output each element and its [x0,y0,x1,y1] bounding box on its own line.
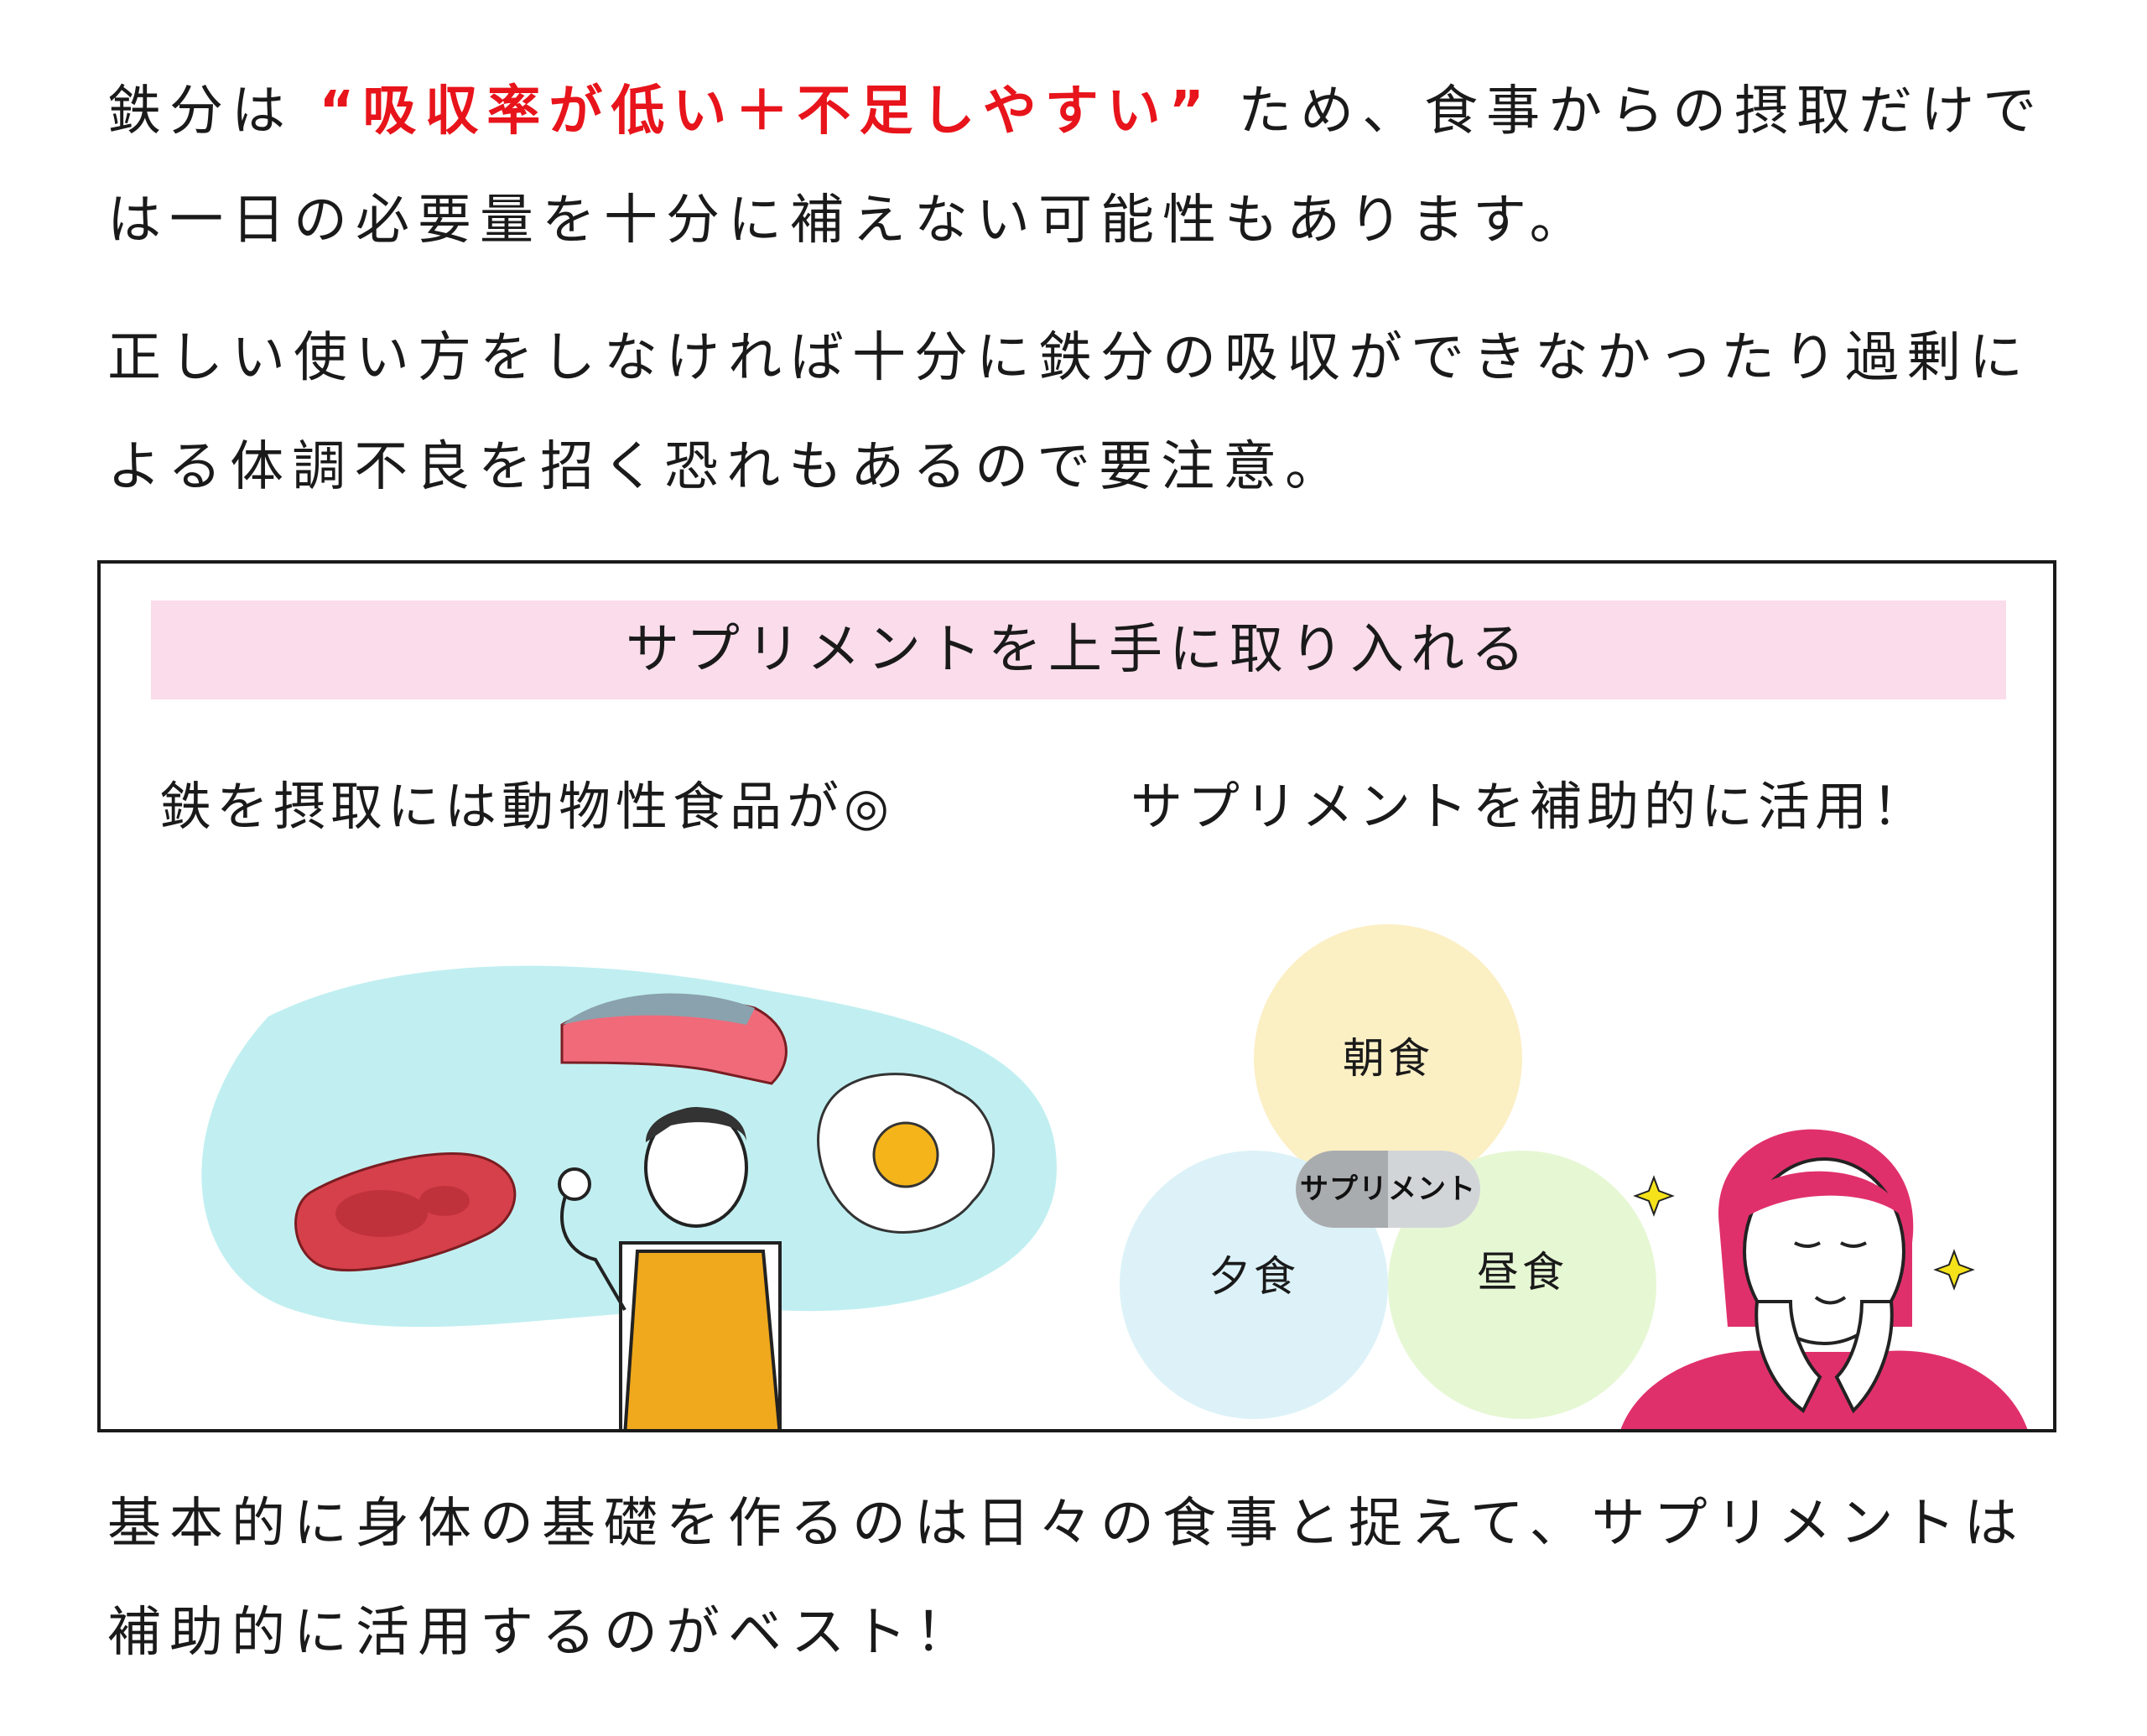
dinner-label: 夕食 [1209,1252,1299,1301]
food-illustration [201,965,1057,1429]
intro-text-before: 鉄分は [107,81,294,143]
animal-food-heading: 鉄を摂取には動物性食品が◎ [159,776,895,837]
supplement-heading: サプリメントを補助的に活用！ [1131,776,1930,837]
woman-illustration [1620,1129,2028,1429]
box-title: サプリメントを上手に取り入れる [151,600,2006,699]
intro-highlight: “吸収率が低い＋不足しやすい” [319,81,1213,143]
breakfast-label: 朝食 [1343,1034,1433,1083]
supplement-info-box: サプリメントを上手に取り入れる 鉄を摂取には動物性食品が◎ サプリメントを補助的… [97,560,2056,1432]
intro-text-after: ため、食事からの摂取だけでは一日の必要量を十分に補えない可能性もあります。 [107,81,2046,252]
warning-paragraph: 正しい使い方をしなければ十分に鉄分の吸収ができなかったり過剰による体調不良を招く… [107,327,2031,498]
fried-egg-icon [817,1073,996,1234]
conclusion-paragraph: 基本的に身体の基礎を作るのは日々の食事と捉えて、サプリメントは補助的に活用するの… [107,1493,2026,1664]
chef-illustration [558,1107,782,1429]
breakfast-circle [1254,924,1522,1193]
salmon-icon [560,993,788,1085]
intro-paragraph: 鉄分は “吸収率が低い＋不足しやすい” ため、食事からの摂取だけでは一日の必要量… [107,57,2053,275]
sparkle-icon [1633,1175,1975,1291]
meat-icon [294,1152,517,1272]
supplement-pill: サプリメント [1296,1151,1480,1228]
lunch-label: 昼食 [1477,1248,1567,1297]
